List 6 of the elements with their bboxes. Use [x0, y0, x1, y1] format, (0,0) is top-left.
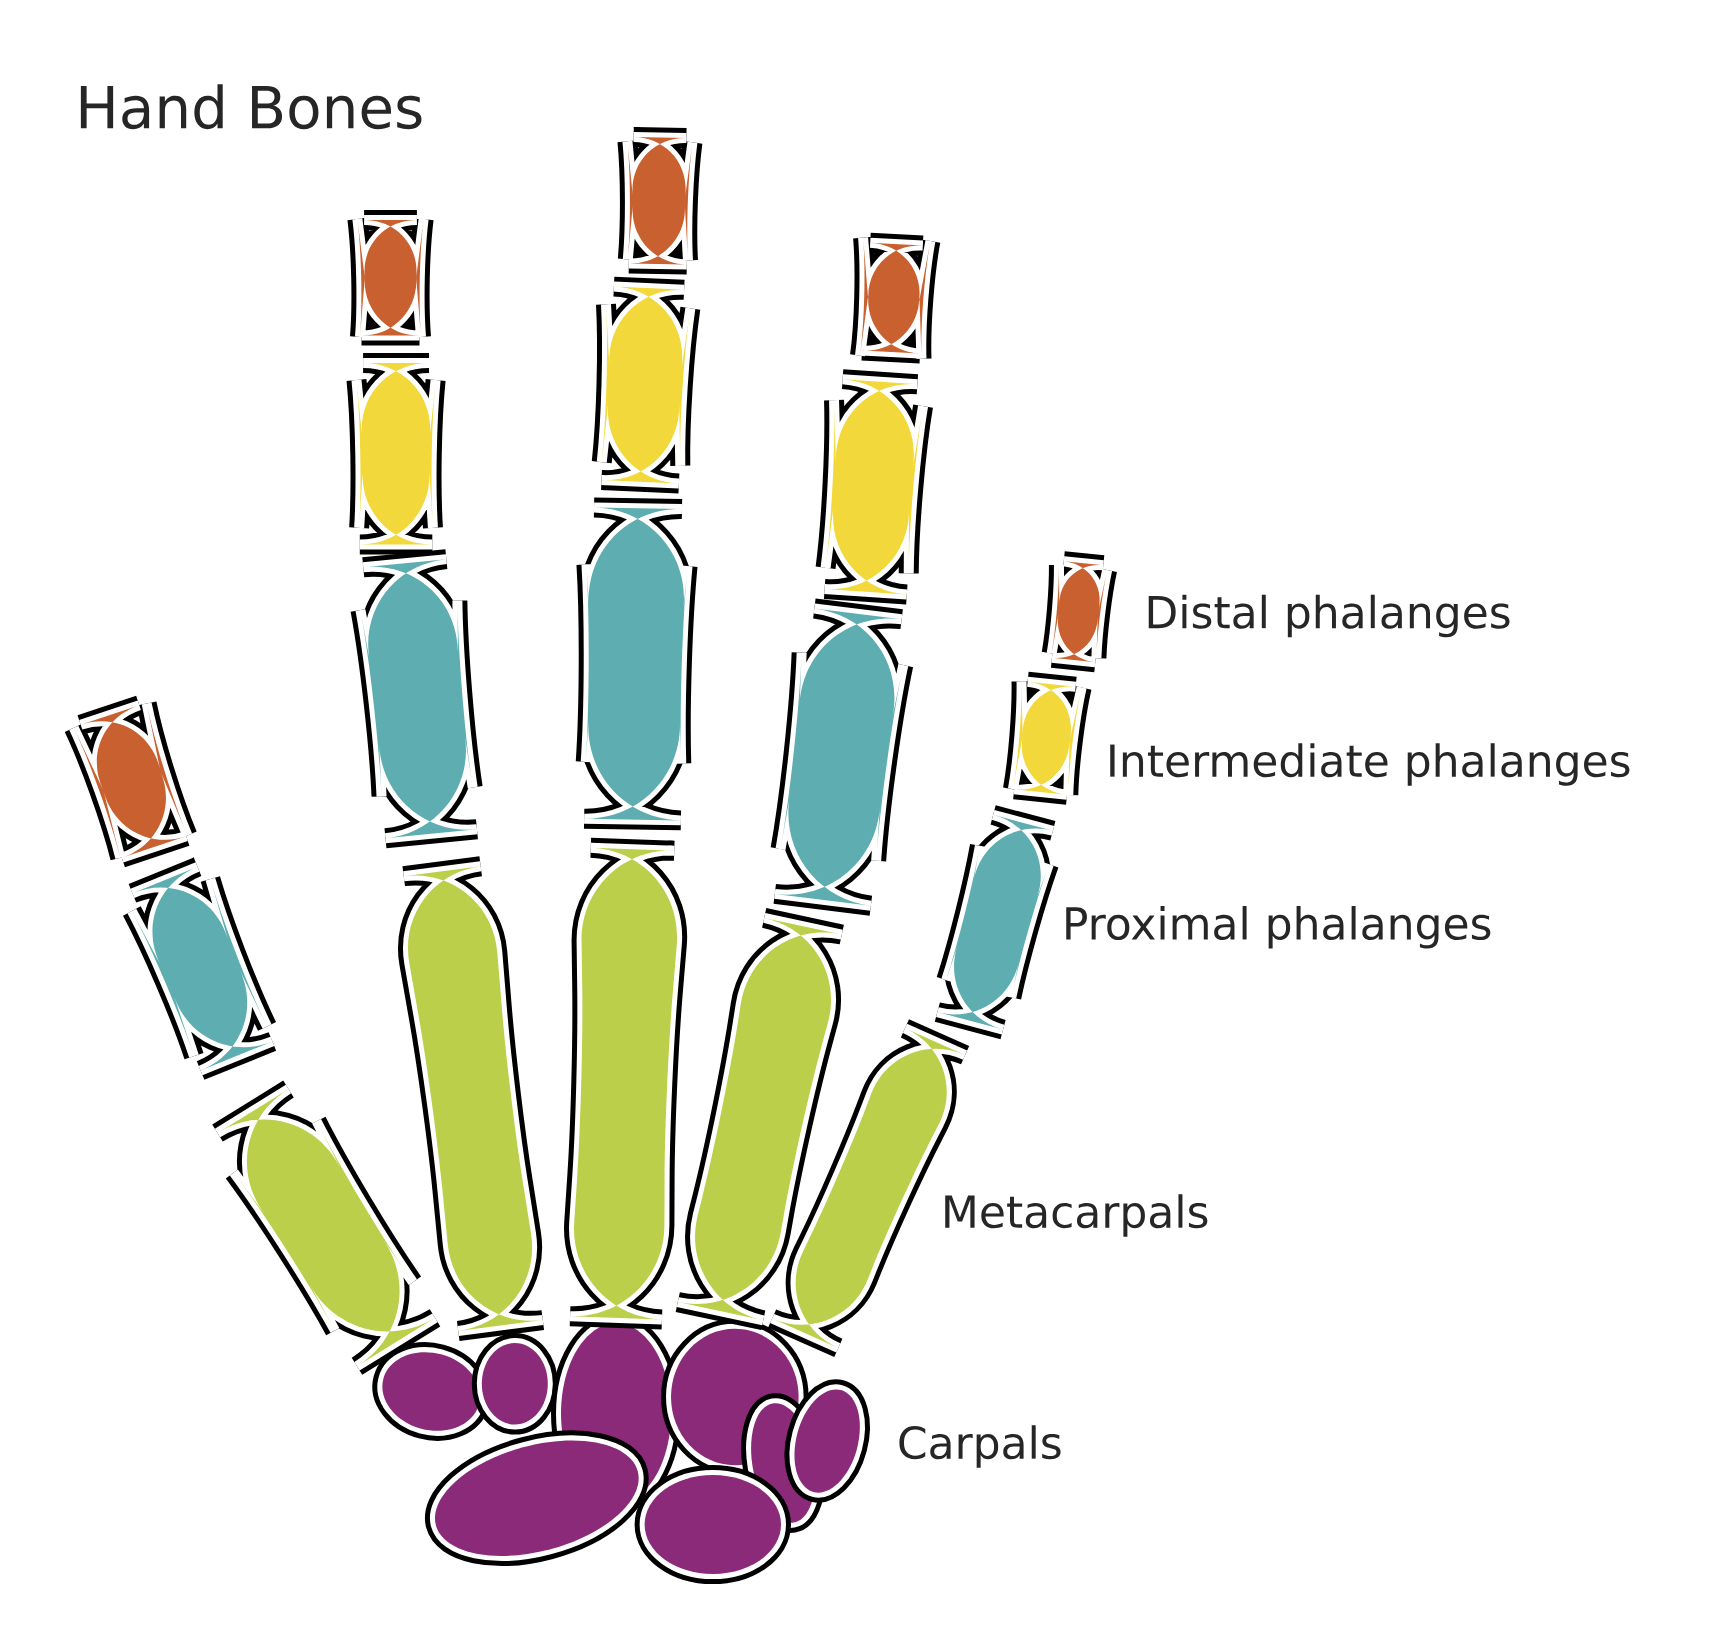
bone-label: Carpals	[899, 1425, 1061, 1468]
bone-label: Intermediate phalanges	[1110, 743, 1630, 786]
bone-label: Distal phalanges	[1148, 594, 1510, 638]
bone-label: Proximal phalanges	[1066, 906, 1491, 949]
bone-label: Metacarpals	[945, 1194, 1208, 1237]
title: Hand Bones	[80, 84, 422, 130]
